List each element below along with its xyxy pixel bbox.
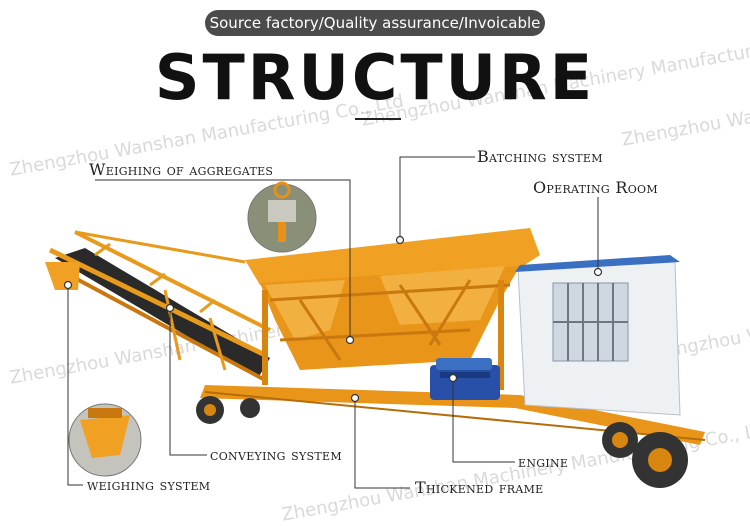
batching-hoppers — [245, 228, 540, 390]
tagline-pill: Source factory/Quality assurance/Invoica… — [205, 10, 545, 36]
label-conveying-system: conveying system — [210, 445, 342, 464]
weighing-hopper-inset — [68, 403, 142, 477]
label-engine: engine — [518, 452, 569, 471]
leader-lines — [67, 156, 599, 489]
engine-unit — [430, 358, 500, 400]
label-weighing-system: weighing system — [87, 475, 211, 494]
leader-dots — [63, 235, 603, 403]
title-underline — [355, 118, 401, 120]
load-cell-inset — [247, 181, 317, 253]
operating-room — [515, 255, 681, 416]
page-title: STRUCTURE — [154, 41, 596, 114]
wheels — [196, 396, 688, 488]
label-thickened-frame: Thickened frame — [415, 478, 544, 497]
feed-hopper — [45, 262, 80, 290]
conveyor-belt — [48, 230, 271, 382]
label-weighing-of-aggregates: Weighing of aggregates — [89, 160, 274, 179]
label-operating-room: Operating Room — [533, 178, 658, 197]
label-batching-system: Batching system — [477, 147, 603, 166]
